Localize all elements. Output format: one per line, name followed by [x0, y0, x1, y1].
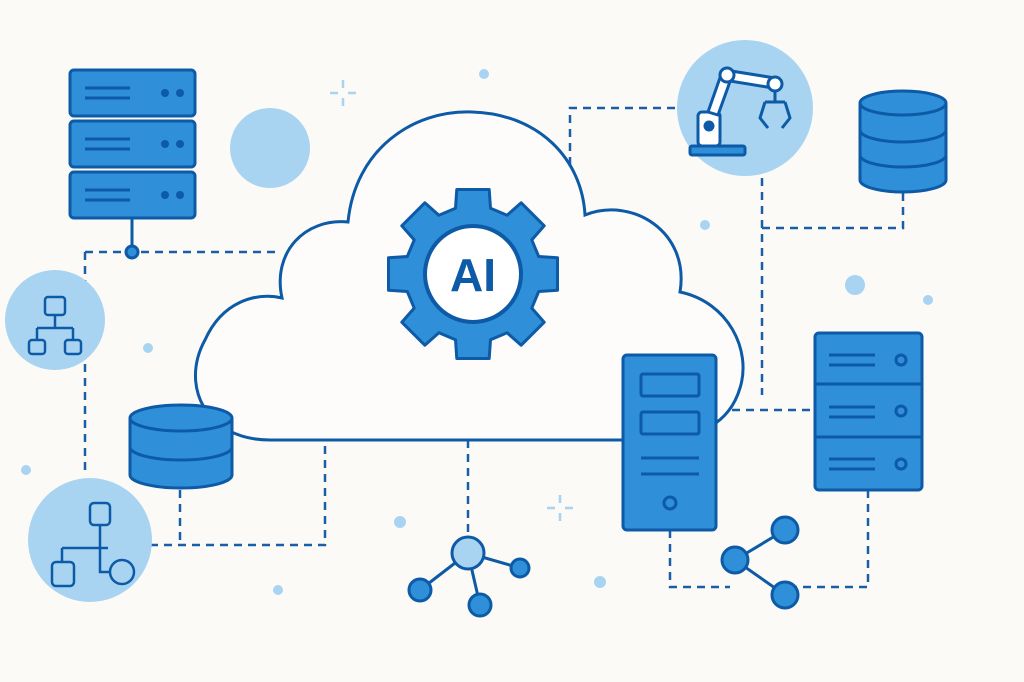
- connector: [150, 440, 327, 547]
- tower-server-icon: [600, 353, 718, 532]
- network-node-icon: [407, 535, 531, 618]
- rack-server-icon: [813, 331, 924, 492]
- connector: [668, 530, 730, 589]
- connector: [568, 106, 680, 165]
- connector: [762, 192, 905, 230]
- share-icon: [720, 515, 800, 610]
- sparkle-icon: [330, 80, 573, 521]
- database-icon: [128, 403, 234, 490]
- hierarchy-icon: [5, 270, 105, 370]
- ai-label: AI: [450, 249, 496, 301]
- gear-icon: AI: [387, 188, 559, 360]
- flowchart-icon: [28, 478, 152, 602]
- robot-arm-icon: [677, 40, 813, 176]
- dashed-connectors: [83, 106, 905, 589]
- connector: [795, 490, 870, 589]
- server-stack-icon: [68, 68, 197, 260]
- decorative-dots: [21, 69, 933, 595]
- database-icon: [858, 89, 948, 194]
